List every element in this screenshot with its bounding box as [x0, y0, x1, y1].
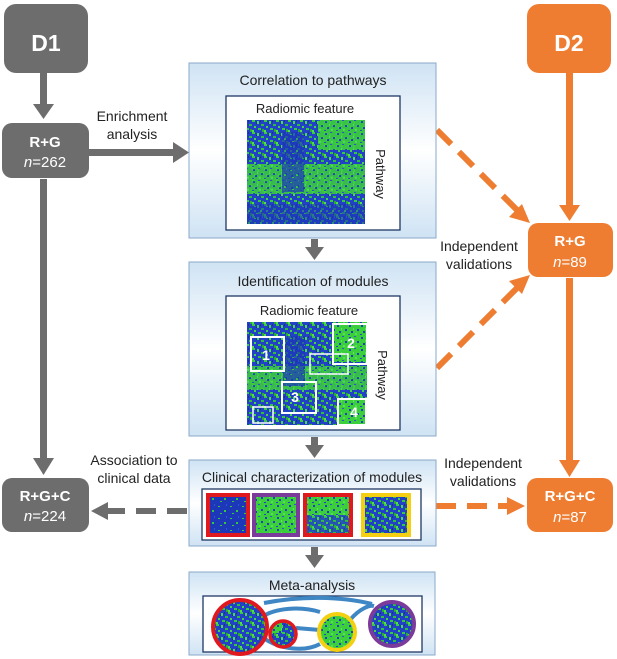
- d2-rg-n: n=89: [553, 254, 587, 271]
- arrow-clinical-to-meta: [305, 547, 324, 568]
- meta-node-3: [317, 612, 357, 652]
- d2-rgc-n: n=87: [553, 509, 587, 526]
- module-number-4: 4: [350, 404, 358, 420]
- meta-node-2: [268, 619, 298, 649]
- d1-arrow-header-to-rg: [33, 73, 54, 119]
- validation-arrow-correlation: [434, 127, 530, 223]
- d1-rg-n: n=262: [24, 154, 66, 171]
- association-label-line1: Association to: [90, 452, 177, 468]
- validations-bottom-line2: validations: [450, 473, 516, 489]
- modules-y-label: Pathway: [375, 350, 390, 400]
- module-box-3: [281, 381, 317, 414]
- correlation-title: Correlation to pathways: [239, 72, 386, 88]
- arrow-modules-to-clinical: [305, 437, 324, 458]
- d1-arrow-rg-to-rgc: [33, 179, 54, 475]
- modules-title: Identification of modules: [238, 273, 389, 289]
- modules-x-label: Radiomic feature: [260, 303, 358, 318]
- association-label-line2: clinical data: [97, 470, 170, 486]
- correlation-panel: Correlation to pathways Radiomic feature…: [188, 62, 437, 239]
- d2-arrow-rg-to-rgc: [559, 278, 580, 477]
- d1-header-box: [4, 4, 88, 73]
- module-thumb-2: [252, 493, 300, 537]
- d1-rg-label: R+G: [29, 134, 60, 151]
- d2-column: D2 R+G n=89 R+G+C n=87: [527, 4, 613, 532]
- module-box-1: [250, 336, 285, 372]
- validations-top-line2: validations: [446, 256, 512, 272]
- d1-rgc-n: n=224: [24, 508, 66, 525]
- enrichment-label-line1: Enrichment: [97, 108, 168, 124]
- module-box-small-a: [309, 353, 349, 375]
- module-number-3: 3: [291, 389, 299, 405]
- module-box-4: [337, 398, 367, 426]
- module-thumb-1: [206, 493, 250, 537]
- d1-rg-box: [2, 123, 89, 178]
- d1-rgc-box: [2, 478, 89, 532]
- d1-column: D1 R+G n=262 R+G+C n=224: [2, 4, 89, 532]
- validations-top-line1: Independent: [440, 238, 518, 254]
- d2-rg-label: R+G: [554, 233, 585, 250]
- d1-rgc-label: R+G+C: [20, 488, 71, 505]
- clinical-panel: Clinical characterization of modules: [188, 459, 437, 547]
- meta-node-4: [368, 600, 416, 648]
- module-number-2: 2: [347, 335, 355, 351]
- d2-rgc-label: R+G+C: [545, 488, 596, 505]
- module-thumb-3: [303, 493, 353, 537]
- module-number-1: 1: [262, 347, 270, 363]
- d1-header: D1: [31, 30, 61, 56]
- clinical-title: Clinical characterization of modules: [202, 469, 422, 485]
- validations-bottom-line1: Independent: [444, 455, 522, 471]
- enrichment-label-line2: analysis: [107, 126, 158, 142]
- d2-header-box: [527, 4, 611, 73]
- d2-rg-box: [528, 223, 613, 277]
- d2-rgc-box: [527, 478, 613, 532]
- meta-node-1: [211, 598, 269, 656]
- association-arrow: [91, 502, 187, 520]
- correlation-heatmap: [247, 120, 365, 224]
- correlation-y-label: Pathway: [373, 149, 388, 199]
- arrow-correlation-to-modules: [305, 239, 324, 260]
- module-box-small-b: [252, 406, 274, 424]
- d2-arrow-header-to-rg: [559, 73, 580, 221]
- validation-arrow-modules: [434, 275, 530, 371]
- module-box-2: [332, 323, 368, 365]
- validation-arrow-clinical: [436, 497, 525, 515]
- enrichment-arrow: [89, 142, 189, 163]
- modules-panel: Identification of modules Radiomic featu…: [188, 261, 437, 437]
- meta-title: Meta-analysis: [269, 577, 355, 593]
- correlation-x-label: Radiomic feature: [256, 101, 354, 116]
- meta-panel: Meta-analysis: [188, 571, 436, 656]
- module-thumb-4: [361, 493, 411, 537]
- d2-header: D2: [554, 30, 583, 56]
